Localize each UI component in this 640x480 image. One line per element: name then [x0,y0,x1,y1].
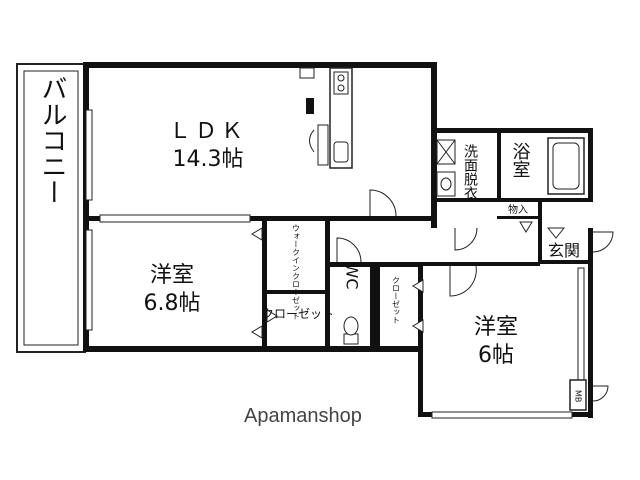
entrance-label: 玄関 [548,241,580,260]
closet-markers [251,221,566,339]
wc-label: WC [343,263,362,290]
watermark: Apamanshop [244,405,362,427]
doors [336,189,614,402]
ldk-size: 14.3帖 [173,147,244,172]
bedroom2-name: 洋室 [474,315,518,340]
mb-label: MB [574,390,583,402]
storage-label: 物入 [508,203,528,216]
washroom-label: 洗面脱衣 [462,144,478,200]
walk-in-closet-label: ウォークインクローゼット [292,224,301,320]
kitchen-counter [299,67,353,169]
closet2-label: クローゼット [392,276,401,324]
bedroom1-size: 6.8帖 [144,291,201,316]
balcony-label: バルコニー [37,75,67,205]
interior-walls [83,128,593,352]
mb-box [569,379,587,411]
windows [85,109,585,419]
bathtub [547,137,585,195]
bath-label: 浴室 [510,142,531,178]
bedroom1-name: 洋室 [150,263,194,288]
ldk-name: ＬＤＫ [169,119,247,144]
closet1-label-text: クローゼット [262,307,334,321]
toilet [343,316,359,345]
bedroom2-size: 6帖 [478,343,514,368]
washroom-fixtures [436,139,456,197]
balcony [16,63,86,353]
closet1-label: クローゼット [262,307,334,321]
